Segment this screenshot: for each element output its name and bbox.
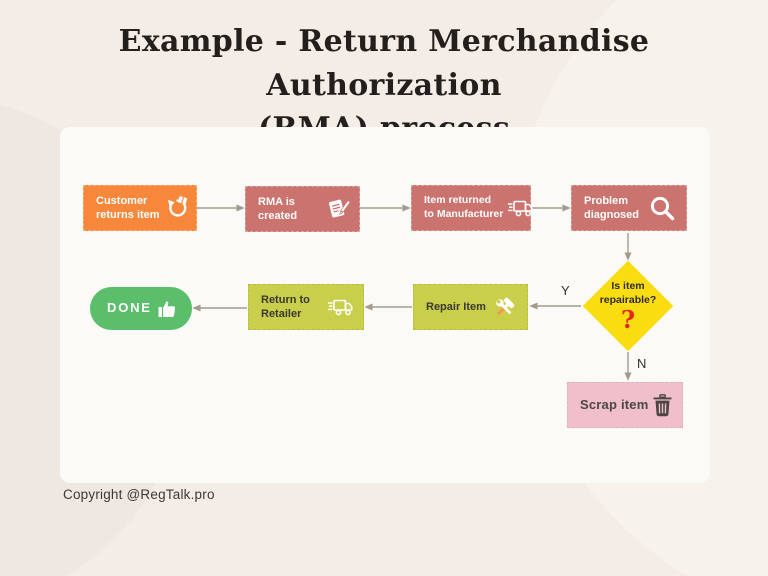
- branch-label-yes: Y: [561, 283, 570, 298]
- truck-icon: [507, 197, 534, 219]
- branch-label-no: N: [637, 356, 647, 371]
- node-done: DONE: [90, 287, 192, 330]
- node-customer-returns-item: Customer returns item: [83, 185, 197, 231]
- return-arrow-icon: [164, 195, 190, 221]
- node-return-to-retailer: Return to Retailer: [248, 284, 364, 330]
- node-label: RMA is created: [258, 195, 298, 222]
- node-label: Return to Retailer: [261, 293, 310, 320]
- node-scrap-item: Scrap item: [567, 382, 683, 428]
- node-label: Repair Item: [426, 300, 486, 313]
- node-repair-item: Repair Item: [413, 284, 528, 330]
- magnifier-icon: [648, 194, 677, 223]
- document-pencil-icon: [324, 196, 350, 222]
- node-problem-diagnosed: Problem diagnosed: [571, 185, 687, 231]
- node-label: Problem diagnosed: [584, 194, 640, 221]
- page-title-line1: Example - Return Merchandise Authorizati…: [118, 24, 650, 103]
- node-label: Customer returns item: [96, 194, 160, 221]
- decision-label: Is item repairable?: [599, 279, 657, 306]
- trash-icon: [652, 393, 673, 417]
- red-question-mark-icon: ?: [620, 305, 636, 335]
- node-label: Scrap item: [580, 396, 649, 412]
- thumbs-up-icon: [156, 297, 180, 321]
- node-label: DONE: [107, 300, 152, 316]
- copyright: Copyright @RegTalk.pro: [63, 487, 215, 502]
- decision-is-item-repairable: Is item repairable? ?: [582, 260, 674, 352]
- node-item-returned-to-manufacturer: Item returned to Manufacturer: [411, 185, 534, 231]
- truck-icon: [327, 296, 354, 318]
- node-label: Item returned to Manufacturer: [424, 194, 504, 220]
- tools-icon: [491, 294, 518, 321]
- node-rma-created: RMA is created: [245, 186, 360, 232]
